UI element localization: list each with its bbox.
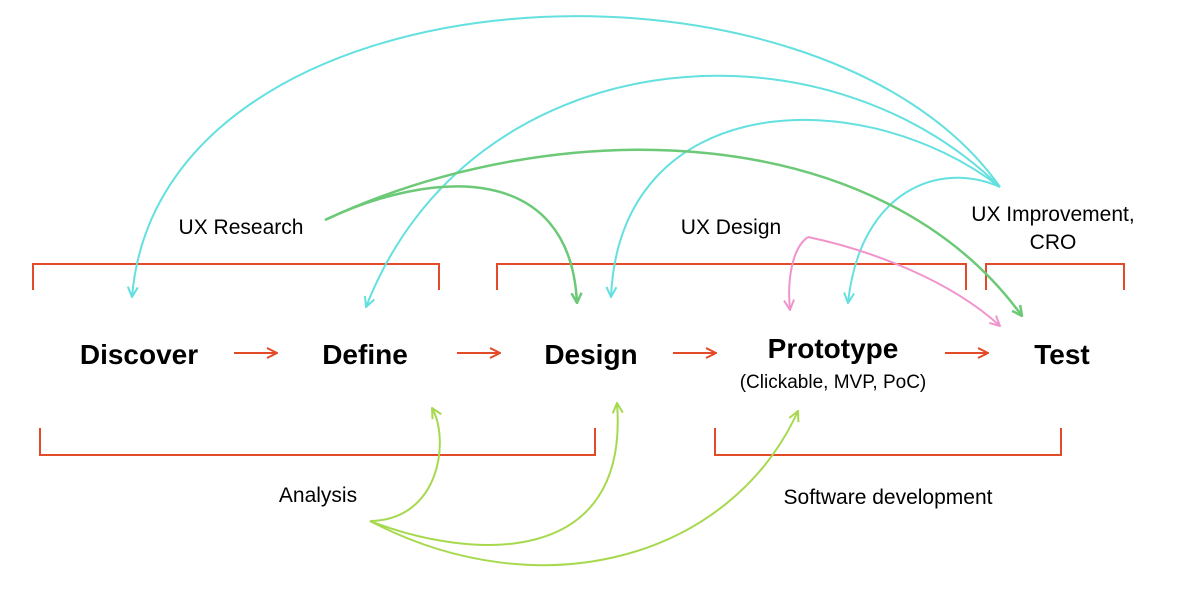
- ux-improvement-to-define-arrow: [366, 74, 1001, 307]
- software-development-bracket: [714, 428, 1062, 456]
- stage-prototype-subtitle: (Clickable, MVP, PoC): [740, 372, 927, 393]
- stage-test: Test: [1034, 339, 1090, 370]
- ux-design-bracket: [496, 263, 967, 290]
- ux-improvement-to-design-arrow: [611, 118, 1001, 297]
- label-ux-design: UX Design: [681, 216, 781, 239]
- ux-research-to-test-arrow: [324, 148, 1022, 316]
- label-ux-improvement-line1: UX Improvement,: [971, 203, 1134, 226]
- stage-prototype: Prototype: [768, 333, 899, 364]
- analysis-to-design-arrow: [369, 403, 618, 546]
- stage-design: Design: [544, 339, 637, 370]
- ux-improvement-bracket: [985, 263, 1125, 290]
- label-ux-improvement-line2: CRO: [1030, 231, 1077, 254]
- analysis-to-prototype-arrow: [369, 411, 798, 567]
- stage-define: Define: [322, 339, 408, 370]
- stage-discover: Discover: [80, 339, 198, 370]
- ux-improvement-to-discover-arrow: [132, 15, 1001, 297]
- analysis-bracket: [39, 428, 596, 456]
- analysis-to-define-arrow: [369, 408, 440, 522]
- ux-design-to-test-arrow: [807, 236, 1000, 326]
- ux-improvement-to-prototype-arrow: [848, 176, 1001, 303]
- ux-research-bracket: [32, 263, 440, 290]
- label-software-development: Software development: [784, 486, 993, 509]
- label-analysis: Analysis: [279, 484, 357, 507]
- ux-design-to-prototype-arrow: [789, 236, 809, 310]
- label-ux-research: UX Research: [179, 216, 304, 239]
